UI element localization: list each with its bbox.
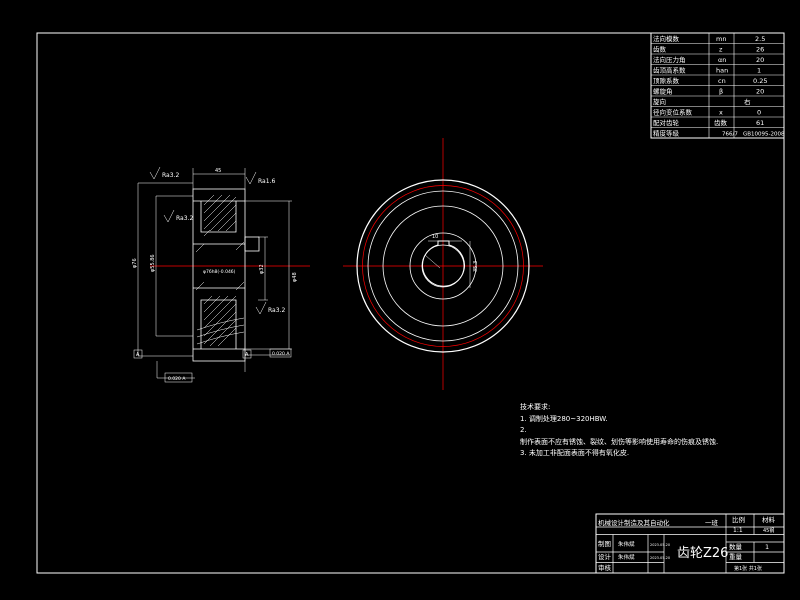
param-name: 旋向 — [653, 97, 666, 106]
project-name: 机械设计制造及其自动化 — [598, 518, 670, 527]
keyway-depth-label: 35.3 — [473, 261, 479, 272]
datum-box — [133, 349, 143, 359]
root-diameter-dimension: φ55.86 — [150, 254, 156, 272]
param-value: 20 — [756, 56, 764, 64]
datum-letter: A — [245, 352, 249, 358]
roughness-symbol — [255, 301, 267, 315]
scale-value: 1:1 — [733, 527, 743, 534]
tip-circle — [356, 179, 530, 353]
param-value: 20 — [756, 88, 764, 96]
roughness-symbol — [163, 209, 175, 223]
tolerance-label: 0.020 A — [272, 351, 290, 357]
roughness-symbol — [245, 171, 257, 185]
drawing-border — [36, 32, 785, 574]
material-value: 45钢 — [763, 527, 774, 534]
roughness-label: Ra1.6 — [258, 178, 275, 185]
param-value: 61 — [756, 119, 764, 127]
datum-box — [242, 349, 252, 359]
datum-letter: A — [136, 352, 140, 358]
param-symbol: 齿数 — [714, 118, 728, 127]
param-name: 配对齿轮 — [653, 118, 680, 127]
drawn-name: 朱伟斌 — [618, 540, 635, 548]
keyway-dimension — [424, 240, 471, 288]
drawn-label: 制图 — [598, 539, 611, 548]
param-name: 齿数 — [653, 45, 667, 54]
title-block-text: 机械设计制造及其自动化 一班 比例 1:1 材料 45钢 制图 朱伟斌 2023… — [598, 515, 776, 572]
width-dimension: 45 — [215, 168, 221, 174]
param-symbol: z — [719, 46, 723, 54]
param-symbol: β — [719, 88, 723, 96]
gear-section-view — [133, 166, 310, 383]
roughness-label: Ra3.2 — [268, 307, 285, 314]
param-name: 顶隙系数 — [653, 76, 680, 85]
bore-keyway — [422, 240, 465, 287]
sheet-label: 第1张 共1张 — [734, 565, 762, 572]
parameter-table: 法向模数 mn 2.5 齿数 z 26 法向压力角 αn 20 齿顶高系数 ha… — [650, 32, 785, 139]
design-label: 设计 — [598, 552, 612, 561]
bore-circle — [421, 244, 465, 288]
drawing-title: 齿轮Z26 — [677, 546, 728, 561]
section-dimensions — [137, 168, 292, 379]
param-symbol: x — [719, 109, 723, 117]
param-name: 精度等级 — [653, 129, 680, 138]
param-symbol: mn — [716, 35, 726, 43]
design-name: 朱伟斌 — [618, 553, 635, 561]
technical-requirements: 技术要求: 1. 调制处理280~320HBW. 2. 制作表面不应有锈蚀、裂纹… — [520, 402, 780, 460]
param-name: 径向变位系数 — [653, 108, 693, 117]
design-date: 2023.05.20 — [650, 556, 670, 560]
check-label: 审核 — [598, 563, 612, 572]
param-name: 法向模数 — [653, 34, 680, 43]
param-value: GB10095-2008 — [743, 132, 785, 138]
roughness-symbol — [149, 166, 161, 180]
param-value: 0 — [757, 109, 761, 117]
tip-diameter-dimension: φ76 — [132, 258, 138, 268]
tech-req-item: 2. — [520, 426, 527, 434]
tech-req-item: 1. 调制处理280~320HBW. — [520, 414, 608, 423]
param-value: 2.5 — [755, 35, 765, 43]
bore-dimension: φ32 — [259, 264, 265, 274]
param-value: 26 — [756, 46, 764, 54]
weight-label: 重量 — [729, 553, 743, 561]
tolerance-frame — [269, 348, 292, 358]
param-name: 法向压力角 — [653, 55, 686, 64]
param-symbol: 766/7 — [722, 132, 738, 138]
hub-circle — [409, 232, 477, 300]
roughness-label: Ra3.2 — [176, 215, 193, 222]
material-header: 材料 — [762, 515, 776, 524]
web-circle — [382, 205, 504, 327]
param-symbol: 右 — [744, 97, 751, 106]
roughness-label: Ra3.2 — [162, 172, 179, 179]
tech-req-item: 制作表面不应有锈蚀、裂纹、划伤等影响使用寿命的伤痕及锈蚀. — [520, 437, 719, 446]
param-symbol: αn — [718, 56, 726, 64]
qty-label: 数量 — [729, 542, 743, 551]
gear-front-view: 10 35.3 — [343, 138, 543, 390]
scale-header: 比例 — [732, 515, 745, 524]
tech-req-heading: 技术要求: — [520, 403, 551, 411]
qty-value: 1 — [765, 543, 769, 551]
param-name: 螺旋角 — [653, 87, 673, 96]
param-symbol: cn — [718, 77, 726, 85]
gear-body-outline — [192, 188, 246, 362]
keyway-width-label: 10 — [432, 234, 438, 240]
section-hatching — [195, 194, 245, 347]
class-label: 一班 — [705, 518, 719, 527]
param-symbol: han — [716, 67, 728, 75]
gear-note: φ76h8(-0.046) — [203, 269, 236, 275]
drawn-date: 2023.05.20 — [650, 543, 670, 547]
tolerance-frame — [164, 372, 193, 383]
param-name: 齿顶高系数 — [653, 66, 686, 75]
param-value: 0.25 — [753, 77, 767, 85]
tech-req-item: 3. 未加工非配面表面不得有氧化皮. — [520, 449, 630, 457]
title-block — [595, 513, 785, 574]
tolerance-label: 0.020 A — [168, 376, 186, 382]
hub-dimension: φ48 — [292, 272, 298, 282]
pitch-circle — [362, 185, 524, 347]
section-labels: Ra3.2 Ra1.6 Ra3.2 Ra3.2 45 φ76 φ55.86 φ4… — [132, 168, 298, 382]
root-circle — [367, 190, 519, 342]
param-value: 1 — [757, 67, 761, 75]
